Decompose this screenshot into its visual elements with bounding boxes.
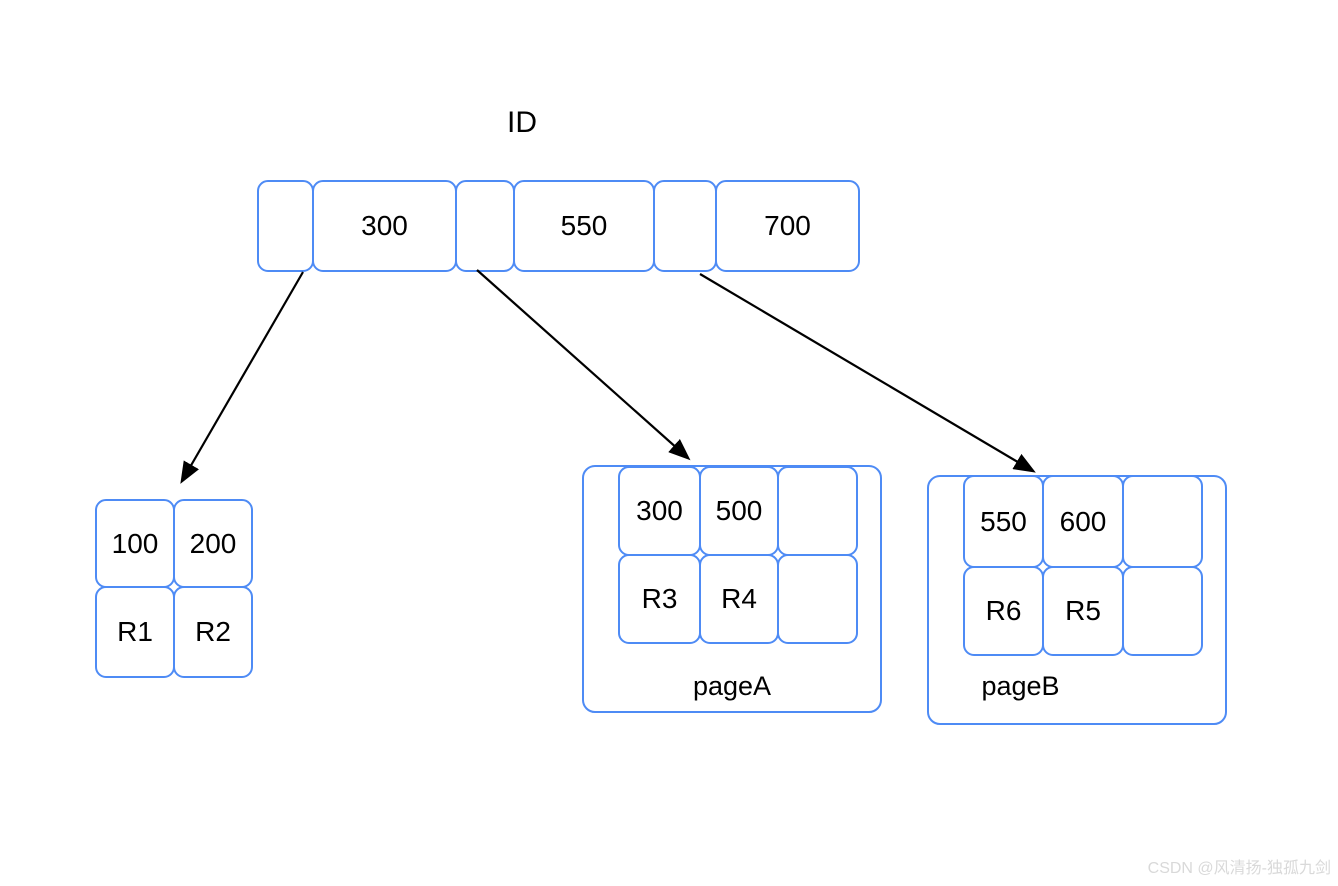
arrow-root-to-left-leaf <box>180 271 304 484</box>
watermark: CSDN @风清扬-独孤九剑 <box>1147 860 1331 877</box>
page-a-record-r3: R3 <box>618 554 701 644</box>
page-a-empty-cell-1 <box>777 466 858 556</box>
page-b-empty-cell-2 <box>1122 566 1203 656</box>
page-b-empty-cell-1 <box>1122 475 1203 568</box>
page-a-key-500: 500 <box>699 466 779 556</box>
root-pointer-cell-3 <box>653 180 717 272</box>
leaf-left-record-r2: R2 <box>173 586 253 678</box>
root-key-700: 700 <box>715 180 860 272</box>
leaf-left-record-r1: R1 <box>95 586 175 678</box>
leaf-left-key-200: 200 <box>173 499 253 588</box>
page-a-record-r4: R4 <box>699 554 779 644</box>
root-pointer-cell-2 <box>455 180 515 272</box>
root-key-300: 300 <box>312 180 457 272</box>
page-b-record-r6: R6 <box>963 566 1044 656</box>
arrow-root-to-page-b <box>699 273 1036 473</box>
page-a-label: pageA <box>692 671 772 701</box>
root-node-title: ID <box>507 106 537 139</box>
root-key-550: 550 <box>513 180 655 272</box>
page-b-record-r5: R5 <box>1042 566 1124 656</box>
page-a-key-300: 300 <box>618 466 701 556</box>
root-pointer-cell-1 <box>257 180 314 272</box>
page-b-key-600: 600 <box>1042 475 1124 568</box>
arrow-root-to-page-a <box>476 269 691 461</box>
page-b-label: pageB <box>981 671 1060 701</box>
leaf-left-key-100: 100 <box>95 499 175 588</box>
page-a-empty-cell-2 <box>777 554 858 644</box>
page-b-key-550: 550 <box>963 475 1044 568</box>
